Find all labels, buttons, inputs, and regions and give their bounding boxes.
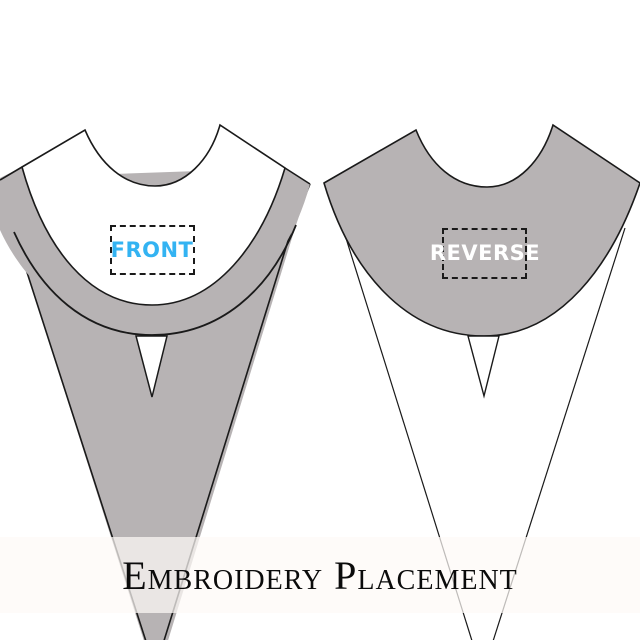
- reverse-notch: [467, 335, 500, 399]
- front-embroidery-area: [110, 225, 195, 275]
- front-collar-inner: [21, 123, 286, 306]
- front-collar-outer-edge: [13, 224, 297, 336]
- reverse-embroidery-area: [442, 228, 527, 279]
- front-shoulder-left: [0, 166, 23, 181]
- front-hood-piece: [0, 123, 311, 640]
- front-notch: [135, 335, 168, 398]
- front-shoulder-right: [284, 167, 311, 185]
- front-collar-band: [0, 167, 310, 335]
- reverse-collar: [323, 123, 640, 337]
- banner-title: Embroidery Placement: [122, 552, 518, 598]
- reverse-label: REVERSE: [429, 241, 541, 265]
- reverse-hood-piece: [323, 123, 640, 640]
- title-banner: Embroidery Placement: [0, 537, 640, 613]
- front-label: FRONT: [110, 238, 194, 262]
